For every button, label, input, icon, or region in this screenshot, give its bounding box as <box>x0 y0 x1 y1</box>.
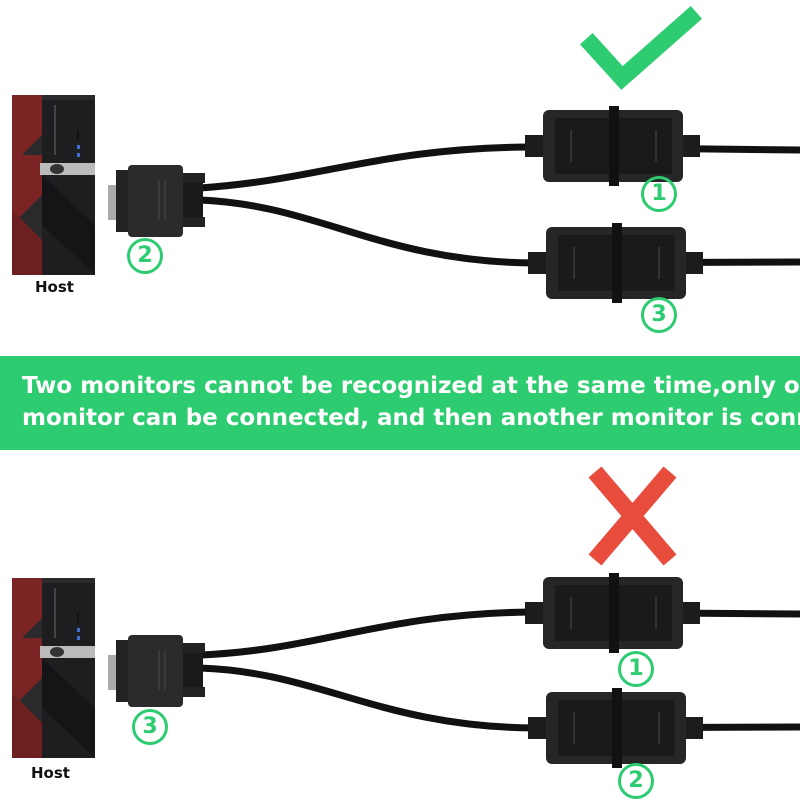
host-tower <box>12 578 95 758</box>
monitor-number-badge: 1 <box>618 651 654 687</box>
cable-lower <box>199 196 800 267</box>
monitor-number-badge: 2 <box>618 763 654 799</box>
male-vga-connector <box>108 635 205 707</box>
monitor-number-badge: 1 <box>641 176 677 212</box>
connector-number-badge: 2 <box>127 238 163 274</box>
monitor-coupler-2 <box>528 688 703 768</box>
cable-lower <box>199 664 800 732</box>
host-tower <box>12 95 95 275</box>
top-panel <box>12 6 800 303</box>
male-vga-connector <box>108 165 205 237</box>
monitor-coupler-1 <box>525 573 700 653</box>
bottom-panel <box>12 466 800 768</box>
monitor-coupler-1 <box>525 106 700 186</box>
connector-number-badge: 3 <box>132 709 168 745</box>
host-label: Host <box>35 278 74 296</box>
monitor-coupler-3 <box>528 223 703 303</box>
monitor-number-badge: 3 <box>641 297 677 333</box>
check-icon <box>579 6 702 90</box>
cable-upper <box>199 143 800 192</box>
banner-line-1: Two monitors cannot be recognized at the… <box>22 373 800 399</box>
cable-upper <box>199 608 800 659</box>
cross-icon <box>588 466 677 566</box>
host-label: Host <box>31 764 70 782</box>
warning-banner: Two monitors cannot be recognized at the… <box>0 356 800 450</box>
banner-line-2: monitor can be connected, and then anoth… <box>22 405 800 431</box>
